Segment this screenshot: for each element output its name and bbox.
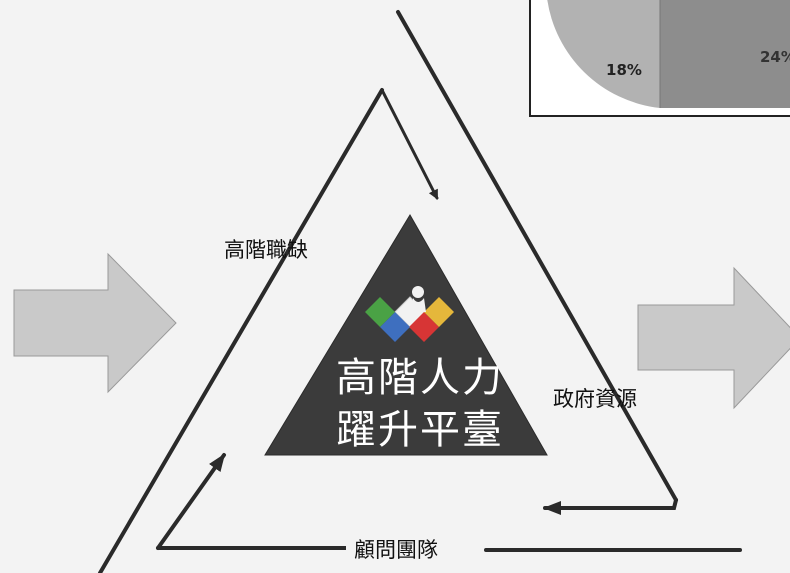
pie-slice-18 [547, 0, 660, 108]
label-bottom: 顧問團隊 [346, 538, 446, 563]
pie-slice-24 [660, 0, 790, 108]
pie-label-24: 24% [760, 48, 790, 66]
pie-label-18: 18% [606, 61, 642, 79]
label-top: 高階職缺 [224, 238, 308, 262]
pie-chart-fragment: 18% 24% [529, 0, 790, 117]
center-title-line2: 躍升平臺 [336, 407, 504, 453]
right-block-arrow [637, 266, 790, 410]
cycle-lines [98, 10, 742, 573]
center-triangle [264, 214, 548, 456]
center-title-line1: 高階人力 [336, 355, 504, 401]
logo-icon [365, 286, 454, 342]
label-right: 政府資源 [553, 387, 637, 411]
left-block-arrow [13, 252, 177, 394]
